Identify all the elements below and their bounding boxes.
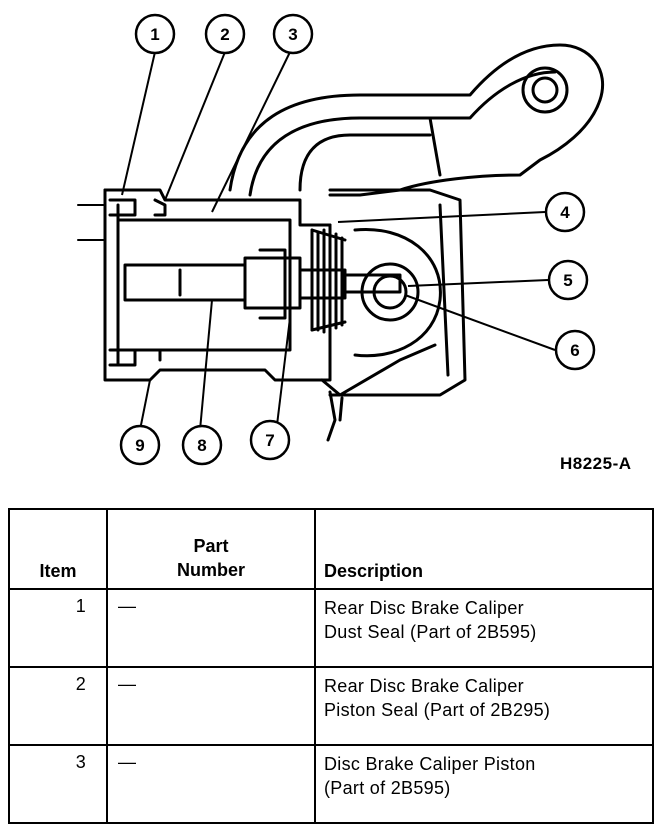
row-description-line1: Rear Disc Brake Caliper <box>324 676 524 696</box>
header-part-number: Part Number <box>106 508 316 590</box>
lever-and-bleeder <box>320 343 437 442</box>
table-row: 3 — Disc Brake Caliper Piston (Part of 2… <box>8 744 654 824</box>
row-part-number: — <box>106 588 316 668</box>
row-description-line1: Rear Disc Brake Caliper <box>324 598 524 618</box>
callout-4-label: 4 <box>560 203 570 222</box>
caliper-bracket-arm <box>228 43 605 197</box>
table-row: 2 — Rear Disc Brake Caliper Piston Seal … <box>8 666 654 746</box>
figure-id: H8225-A <box>560 454 632 473</box>
parts-table: Item Part Number Description 1 — Rear Di… <box>8 508 654 824</box>
callout-2-label: 2 <box>220 25 229 44</box>
callout-7-label: 7 <box>265 431 274 450</box>
row-part-number: — <box>106 744 316 824</box>
callout-3: 3 <box>272 13 314 55</box>
row-description: Disc Brake Caliper Piston (Part of 2B595… <box>314 744 654 824</box>
header-description: Description <box>314 508 654 590</box>
callout-4: 4 <box>544 191 586 233</box>
parts-table-header-row: Item Part Number Description <box>8 508 654 590</box>
caliper-body <box>77 188 332 382</box>
callout-9-label: 9 <box>135 436 144 455</box>
callout-8: 8 <box>181 424 223 466</box>
row-description-line1: Disc Brake Caliper Piston <box>324 754 536 774</box>
callout-9: 9 <box>119 424 161 466</box>
callout-2: 2 <box>204 13 246 55</box>
callout-8-label: 8 <box>197 436 206 455</box>
table-row: 1 — Rear Disc Brake Caliper Dust Seal (P… <box>8 588 654 668</box>
adjuster-shaft <box>123 248 402 320</box>
callout-5-label: 5 <box>563 271 572 290</box>
row-part-number: — <box>106 666 316 746</box>
callout-5: 5 <box>547 259 589 301</box>
row-description-line2: (Part of 2B595) <box>324 778 451 798</box>
row-description-line2: Piston Seal (Part of 2B295) <box>324 700 551 720</box>
callout-6-label: 6 <box>570 341 579 360</box>
row-description: Rear Disc Brake Caliper Dust Seal (Part … <box>314 588 654 668</box>
callout-1-label: 1 <box>150 25 159 44</box>
callout-1: 1 <box>134 13 176 55</box>
row-description-line2: Dust Seal (Part of 2B595) <box>324 622 537 642</box>
row-description: Rear Disc Brake Caliper Piston Seal (Par… <box>314 666 654 746</box>
row-item: 2 <box>8 666 108 746</box>
callout-3-label: 3 <box>288 25 297 44</box>
caliper-diagram: 1 2 3 4 5 6 7 8 9 <box>77 13 605 466</box>
header-part-number-line1: Part <box>193 536 229 556</box>
header-part-number-line2: Number <box>176 560 245 580</box>
callout-6: 6 <box>554 329 596 371</box>
piston-spring-stack <box>310 228 347 334</box>
callout-7: 7 <box>249 419 291 461</box>
header-item: Item <box>8 508 108 590</box>
row-item: 1 <box>8 588 108 668</box>
row-item: 3 <box>8 744 108 824</box>
